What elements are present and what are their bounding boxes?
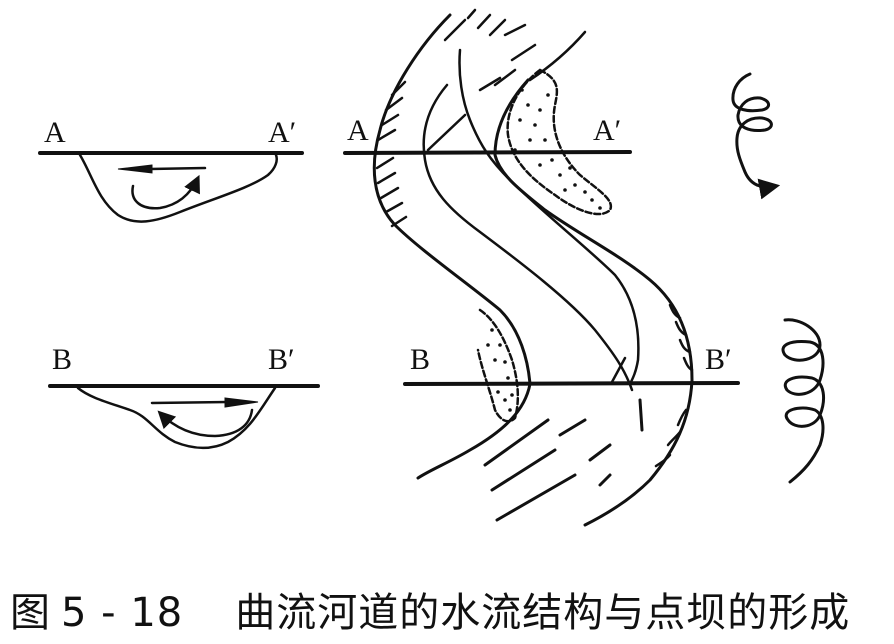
label-plan-b-right: B′ bbox=[705, 343, 732, 376]
label-plan-a-left: A bbox=[347, 114, 369, 147]
label-plan-b-left: B bbox=[410, 343, 431, 376]
caption-prefix: 图 bbox=[10, 590, 51, 636]
caption-title: 曲流河道的水流结构与点坝的形成 bbox=[235, 590, 851, 636]
cross-section-a bbox=[38, 151, 304, 223]
helical-flow-a-icon bbox=[731, 72, 781, 200]
cross-section-b bbox=[48, 384, 320, 450]
label-section-b-right: B′ bbox=[268, 343, 295, 376]
caption-number: 5 - 18 bbox=[61, 590, 184, 636]
label-plan-a-right: A′ bbox=[593, 114, 622, 147]
label-section-a-right: A′ bbox=[268, 116, 297, 149]
label-section-a-left: A bbox=[44, 116, 66, 149]
meander-plan-view bbox=[343, 8, 740, 527]
label-section-b-left: B bbox=[52, 343, 73, 376]
helical-flow-b-icon bbox=[781, 318, 826, 484]
